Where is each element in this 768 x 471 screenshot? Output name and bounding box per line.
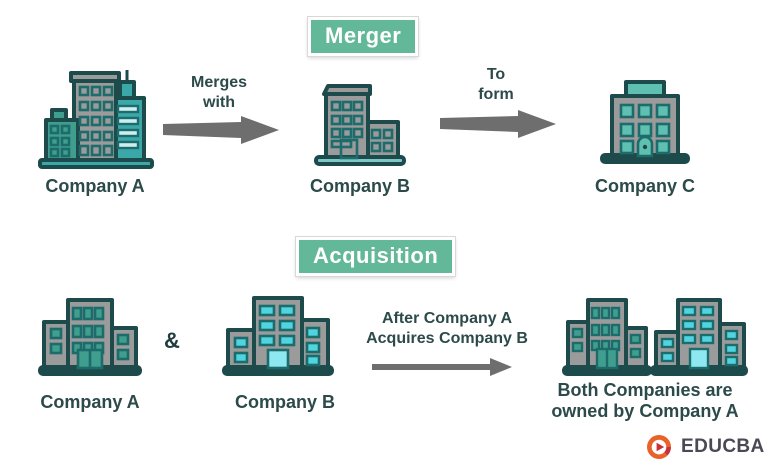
acquisition-company-b-icon xyxy=(222,288,334,380)
thick-right-arrow-icon xyxy=(163,116,279,144)
single-office-building-icon xyxy=(600,80,690,164)
city-skyline-buildings-icon xyxy=(38,70,154,169)
acquisition-result-icon xyxy=(562,288,748,380)
acquisition-result-label-line2: owned by Company A xyxy=(551,401,739,421)
educba-logo-text: EDUCBA xyxy=(681,436,765,457)
to-form-label-line2: form xyxy=(478,86,514,103)
acquisition-arrow xyxy=(372,356,512,378)
merges-with-label-line2: with xyxy=(203,94,235,111)
acquisition-company-b-label: Company B xyxy=(234,392,335,412)
educba-logo[interactable]: EDUCBA xyxy=(644,432,765,462)
acquisition-result-label-line1: Both Companies are xyxy=(557,380,733,400)
merger-arrow-2 xyxy=(440,110,556,142)
to-form-label-line1: To xyxy=(486,66,506,83)
two-block-office-building-icon xyxy=(314,84,406,166)
merger-company-b-label: Company B xyxy=(309,176,410,196)
tall-center-office-building-icon xyxy=(38,298,142,376)
merger-company-c-label: Company C xyxy=(594,176,695,196)
merger-company-a-label: Company A xyxy=(45,176,145,196)
acquisition-conjunction: & xyxy=(164,328,180,353)
thick-right-arrow-icon xyxy=(440,110,556,138)
merger-company-b-icon xyxy=(308,78,412,170)
paired-office-buildings-icon xyxy=(562,298,748,376)
acquisition-company-a-icon xyxy=(38,288,142,380)
three-tower-office-building-icon xyxy=(222,296,334,376)
merges-with-label-line1: Merges xyxy=(190,74,248,91)
thin-right-arrow-icon xyxy=(372,358,512,376)
acquisition-arrow-label-line2: Acquires Company B xyxy=(366,330,528,347)
acquisition-company-a-label: Company A xyxy=(40,392,140,412)
acquisition-arrow-label-line1: After Company A xyxy=(381,310,513,327)
educba-play-circle-icon xyxy=(647,435,672,459)
merger-arrow-1 xyxy=(163,116,279,148)
merger-company-c-icon xyxy=(596,76,694,170)
merger-section-badge: Merger xyxy=(308,17,419,57)
merger-company-a-icon xyxy=(38,62,156,170)
acquisition-section-badge: Acquisition xyxy=(296,237,456,277)
